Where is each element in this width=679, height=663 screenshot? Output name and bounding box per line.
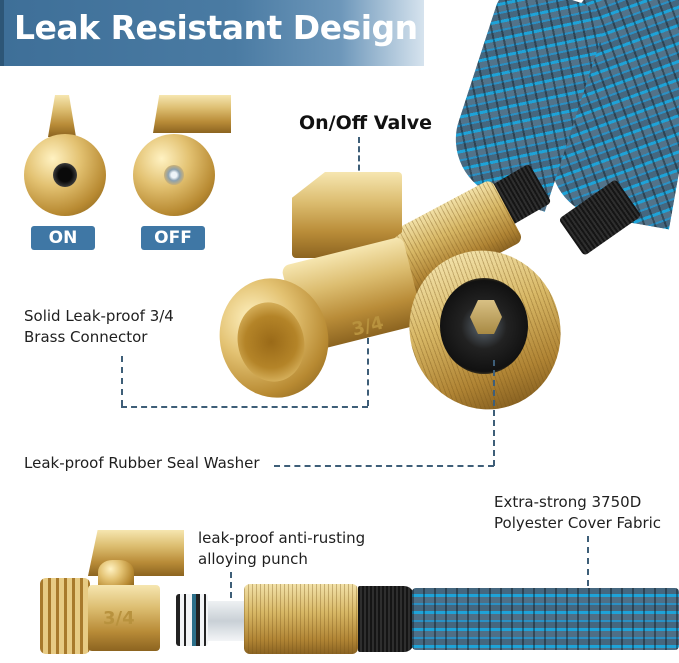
bottom-hose-fabric — [412, 588, 679, 650]
valve-handle-icon — [48, 95, 76, 137]
fabric-leader-line — [587, 536, 589, 586]
fabric-callout-line1: Extra-strong 3750D — [494, 493, 642, 511]
valve-closed-bore-icon — [164, 165, 184, 185]
bottom-male-thread — [40, 578, 90, 654]
washer-leader-horizontal — [274, 465, 494, 467]
valve-callout-label: On/Off Valve — [299, 112, 433, 134]
on-badge: ON — [31, 226, 95, 250]
bottom-size-engraving: 3/4 — [103, 608, 135, 629]
off-badge: OFF — [141, 226, 205, 250]
valve-handle-icon — [153, 95, 231, 133]
connector-leader-vertical-left — [121, 356, 123, 406]
bottom-hose-coupling — [244, 584, 358, 654]
washer-leader-vertical — [493, 360, 495, 466]
punch-leader-line — [230, 572, 232, 618]
washer-callout-label: Leak-proof Rubber Seal Washer — [24, 454, 260, 472]
valve-off-view — [133, 92, 233, 222]
fabric-callout-line2: Polyester Cover Fabric — [494, 514, 662, 532]
title-banner — [0, 0, 424, 66]
punch-callout-line2: alloying punch — [198, 550, 308, 568]
punch-callout-line1: leak-proof anti-rusting — [198, 529, 366, 547]
valve-leader-line — [358, 137, 360, 189]
bottom-hose-collar — [358, 586, 414, 652]
connector-callout-line2: Brass Connector — [24, 328, 148, 346]
bottom-valve-body — [88, 585, 160, 651]
banner-title: Leak Resistant Design — [14, 8, 418, 47]
valve-open-bore-icon — [53, 163, 77, 187]
connector-callout-line1: Solid Leak-proof 3/4 — [24, 307, 174, 325]
connector-leader-vertical-right — [367, 338, 369, 406]
inner-nozzle-icon — [470, 300, 502, 334]
punch-tube — [208, 601, 244, 641]
seal-rings-punch — [176, 594, 208, 646]
valve-on-view — [24, 92, 108, 222]
connector-leader-horizontal — [121, 406, 368, 408]
